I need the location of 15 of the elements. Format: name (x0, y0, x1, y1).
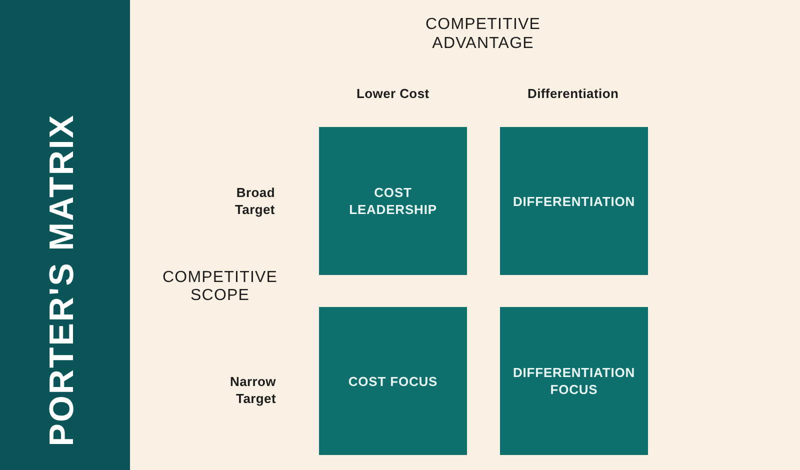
column-header: Differentiation (528, 85, 619, 102)
quadrant-label: DIFFERENTIATION FOCUS (512, 364, 636, 398)
axis-title: COMPETITIVE SCOPE (162, 269, 278, 305)
quadrant-box (500, 127, 648, 275)
quadrant-box (319, 307, 467, 455)
axis-title: COMPETITIVE ADVANTAGE (426, 15, 541, 53)
quadrant-label: COST FOCUS (348, 372, 438, 390)
column-header: Lower Cost (356, 85, 430, 102)
quadrant-label: DIFFERENTIATION (512, 192, 636, 210)
quadrant-label: COST LEADERSHIP (349, 184, 437, 218)
title: PORTER'S MATRIX (42, 114, 82, 446)
row-header: Broad Target (235, 184, 275, 218)
row-header: Narrow Target (230, 373, 276, 407)
quadrant-box (319, 127, 467, 275)
quadrant-box (500, 307, 648, 455)
